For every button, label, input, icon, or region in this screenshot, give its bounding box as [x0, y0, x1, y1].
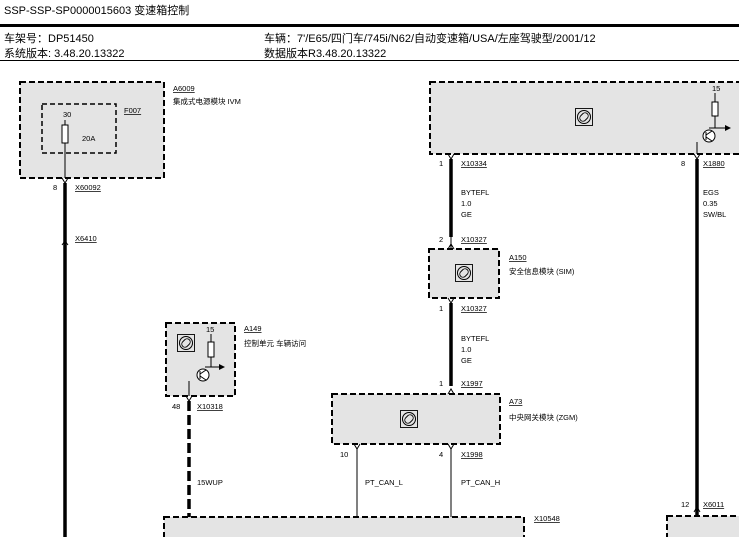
fuse-icon	[61, 124, 69, 144]
zgm-ref-link[interactable]: A73	[509, 397, 522, 406]
car-access-terminal: 15	[206, 325, 214, 334]
data-version: 数据版本R3.48.20.13322	[264, 48, 387, 60]
header-rule	[0, 24, 739, 27]
car-access-ref-link[interactable]: A149	[244, 324, 262, 333]
wire-label: PT_CAN_L	[365, 478, 403, 487]
connector-x10548[interactable]: X10548	[534, 514, 560, 523]
ivm-ref-link[interactable]: A6009	[173, 84, 195, 93]
pin-x6011: 12	[681, 500, 689, 509]
fuse-terminal: 30	[63, 110, 71, 119]
connector-x1998[interactable]: X1998	[461, 450, 483, 459]
wire-signal: EGS	[703, 188, 719, 197]
connector-x6011[interactable]: X6011	[703, 500, 724, 509]
wire-color: GE	[461, 356, 472, 365]
pin-zgm-in: 1	[439, 379, 443, 388]
resistor-icon	[207, 341, 215, 358]
sim-ref-link[interactable]: A150	[509, 253, 527, 262]
transistor-icon	[702, 129, 716, 143]
document-title: SSP-SSP-SP0000015603 变速箱控制	[4, 5, 190, 17]
top-right-terminal: 15	[712, 84, 720, 93]
wire-size: 1.0	[461, 199, 471, 208]
vehicle-info: 车辆：7'/E65/四门车/745i/N62/自动变速箱/USA/左座驾驶型/2…	[264, 33, 596, 45]
top-right-module-box	[429, 81, 739, 155]
wire-label: PT_CAN_H	[461, 478, 500, 487]
connector-x60092[interactable]: X60092	[75, 183, 101, 192]
pin-x1880: 8	[681, 159, 685, 168]
wire-size: 0.35	[703, 199, 718, 208]
sim-name: 安全信息模块 (SIM)	[509, 266, 575, 276]
bottom-right-module-box	[666, 515, 739, 537]
pin-x10334: 1	[439, 159, 443, 168]
connector-x10327-bottom[interactable]: X10327	[461, 304, 487, 313]
fuse-ref-link[interactable]: F007	[124, 106, 141, 115]
ivm-pin: 8	[53, 183, 57, 192]
connector-x10327-top[interactable]: X10327	[461, 235, 487, 244]
wire-color: GE	[461, 210, 472, 219]
wire-label: 15WUP	[197, 478, 223, 487]
fuse-rating: 20A	[82, 134, 95, 143]
fuse-box	[41, 103, 117, 154]
zgm-name: 中央网关模块 (ZGM)	[509, 412, 578, 422]
system-version: 系统版本: 3.48.20.13322	[4, 48, 125, 60]
connector-x6410[interactable]: X6410	[75, 234, 97, 243]
wire-signal: BYTEFL	[461, 334, 489, 343]
car-access-name: 控制单元 车辆访问	[244, 338, 306, 348]
connector-x10334[interactable]: X10334	[461, 159, 487, 168]
connector-x1997[interactable]: X1997	[461, 379, 483, 388]
pin-zgm-can-l: 10	[340, 450, 348, 459]
header-divider	[0, 60, 739, 61]
pin-zgm-can-h: 4	[439, 450, 443, 459]
ivm-name: 集成式电源模块 IVM	[173, 96, 241, 106]
bottom-module-box	[163, 516, 525, 537]
pin-sim-in: 2	[439, 235, 443, 244]
car-access-module-box	[165, 322, 236, 397]
pin-sim-out: 1	[439, 304, 443, 313]
wire-signal: BYTEFL	[461, 188, 489, 197]
connector-x1880[interactable]: X1880	[703, 159, 725, 168]
wire-size: 1.0	[461, 345, 471, 354]
wire-color: SW/BL	[703, 210, 726, 219]
sim-module-box	[428, 248, 500, 299]
frame-number: 车架号：DP51450	[4, 33, 94, 45]
resistor-icon	[711, 101, 719, 117]
pin-car-access-out: 48	[172, 402, 180, 411]
transistor-icon	[196, 368, 210, 382]
connector-x10318[interactable]: X10318	[197, 402, 223, 411]
